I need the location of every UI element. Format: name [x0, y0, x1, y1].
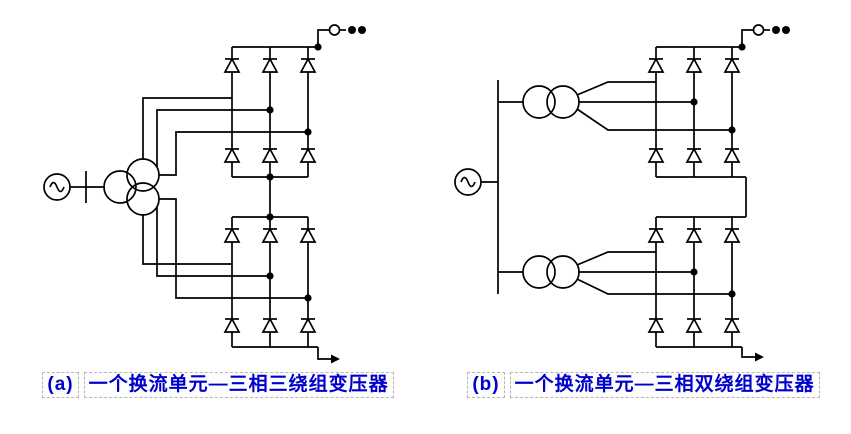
- dc-terminal-bottom: [741, 347, 755, 358]
- phase-lines-upper: [142, 97, 308, 176]
- caption-a: (a) 一个换流单元—三相三绕组变压器: [0, 372, 436, 398]
- phase-lines-upper: [576, 81, 732, 131]
- junction-dots-a: [266, 26, 366, 302]
- junction-dots-b: [690, 26, 790, 298]
- caption-b: (b) 一个换流单元—三相双绕组变压器: [436, 372, 851, 398]
- dc-terminal-top: [741, 24, 770, 47]
- caption-a-text: 一个换流单元—三相三绕组变压器: [83, 372, 394, 398]
- dc-output-arrow: [755, 352, 764, 362]
- caption-b-text: 一个换流单元—三相双绕组变压器: [509, 372, 820, 398]
- caption-a-label: (a): [42, 372, 79, 398]
- three-winding-transformer-icon: [103, 158, 160, 216]
- circuit-diagram-a: [43, 24, 366, 364]
- smoothing-reactor-icon: [328, 24, 341, 36]
- lower-two-winding-transformer-icon: [522, 255, 580, 289]
- dc-terminal-top: [317, 24, 346, 47]
- smoothing-reactor-icon: [752, 24, 765, 36]
- caption-b-label: (b): [467, 372, 505, 398]
- dc-output-arrow: [331, 354, 340, 364]
- dc-terminal-bottom: [317, 347, 331, 360]
- dc-terminal-dots: [348, 26, 366, 34]
- phase-lines-lower: [576, 251, 732, 295]
- upper-two-winding-transformer-icon: [522, 85, 580, 119]
- circuit-diagram-b: [454, 24, 790, 362]
- ac-source-icon: [454, 168, 498, 196]
- ac-source-icon: [43, 171, 104, 203]
- dc-terminal-dots: [772, 26, 790, 34]
- phase-lines-lower: [142, 198, 308, 299]
